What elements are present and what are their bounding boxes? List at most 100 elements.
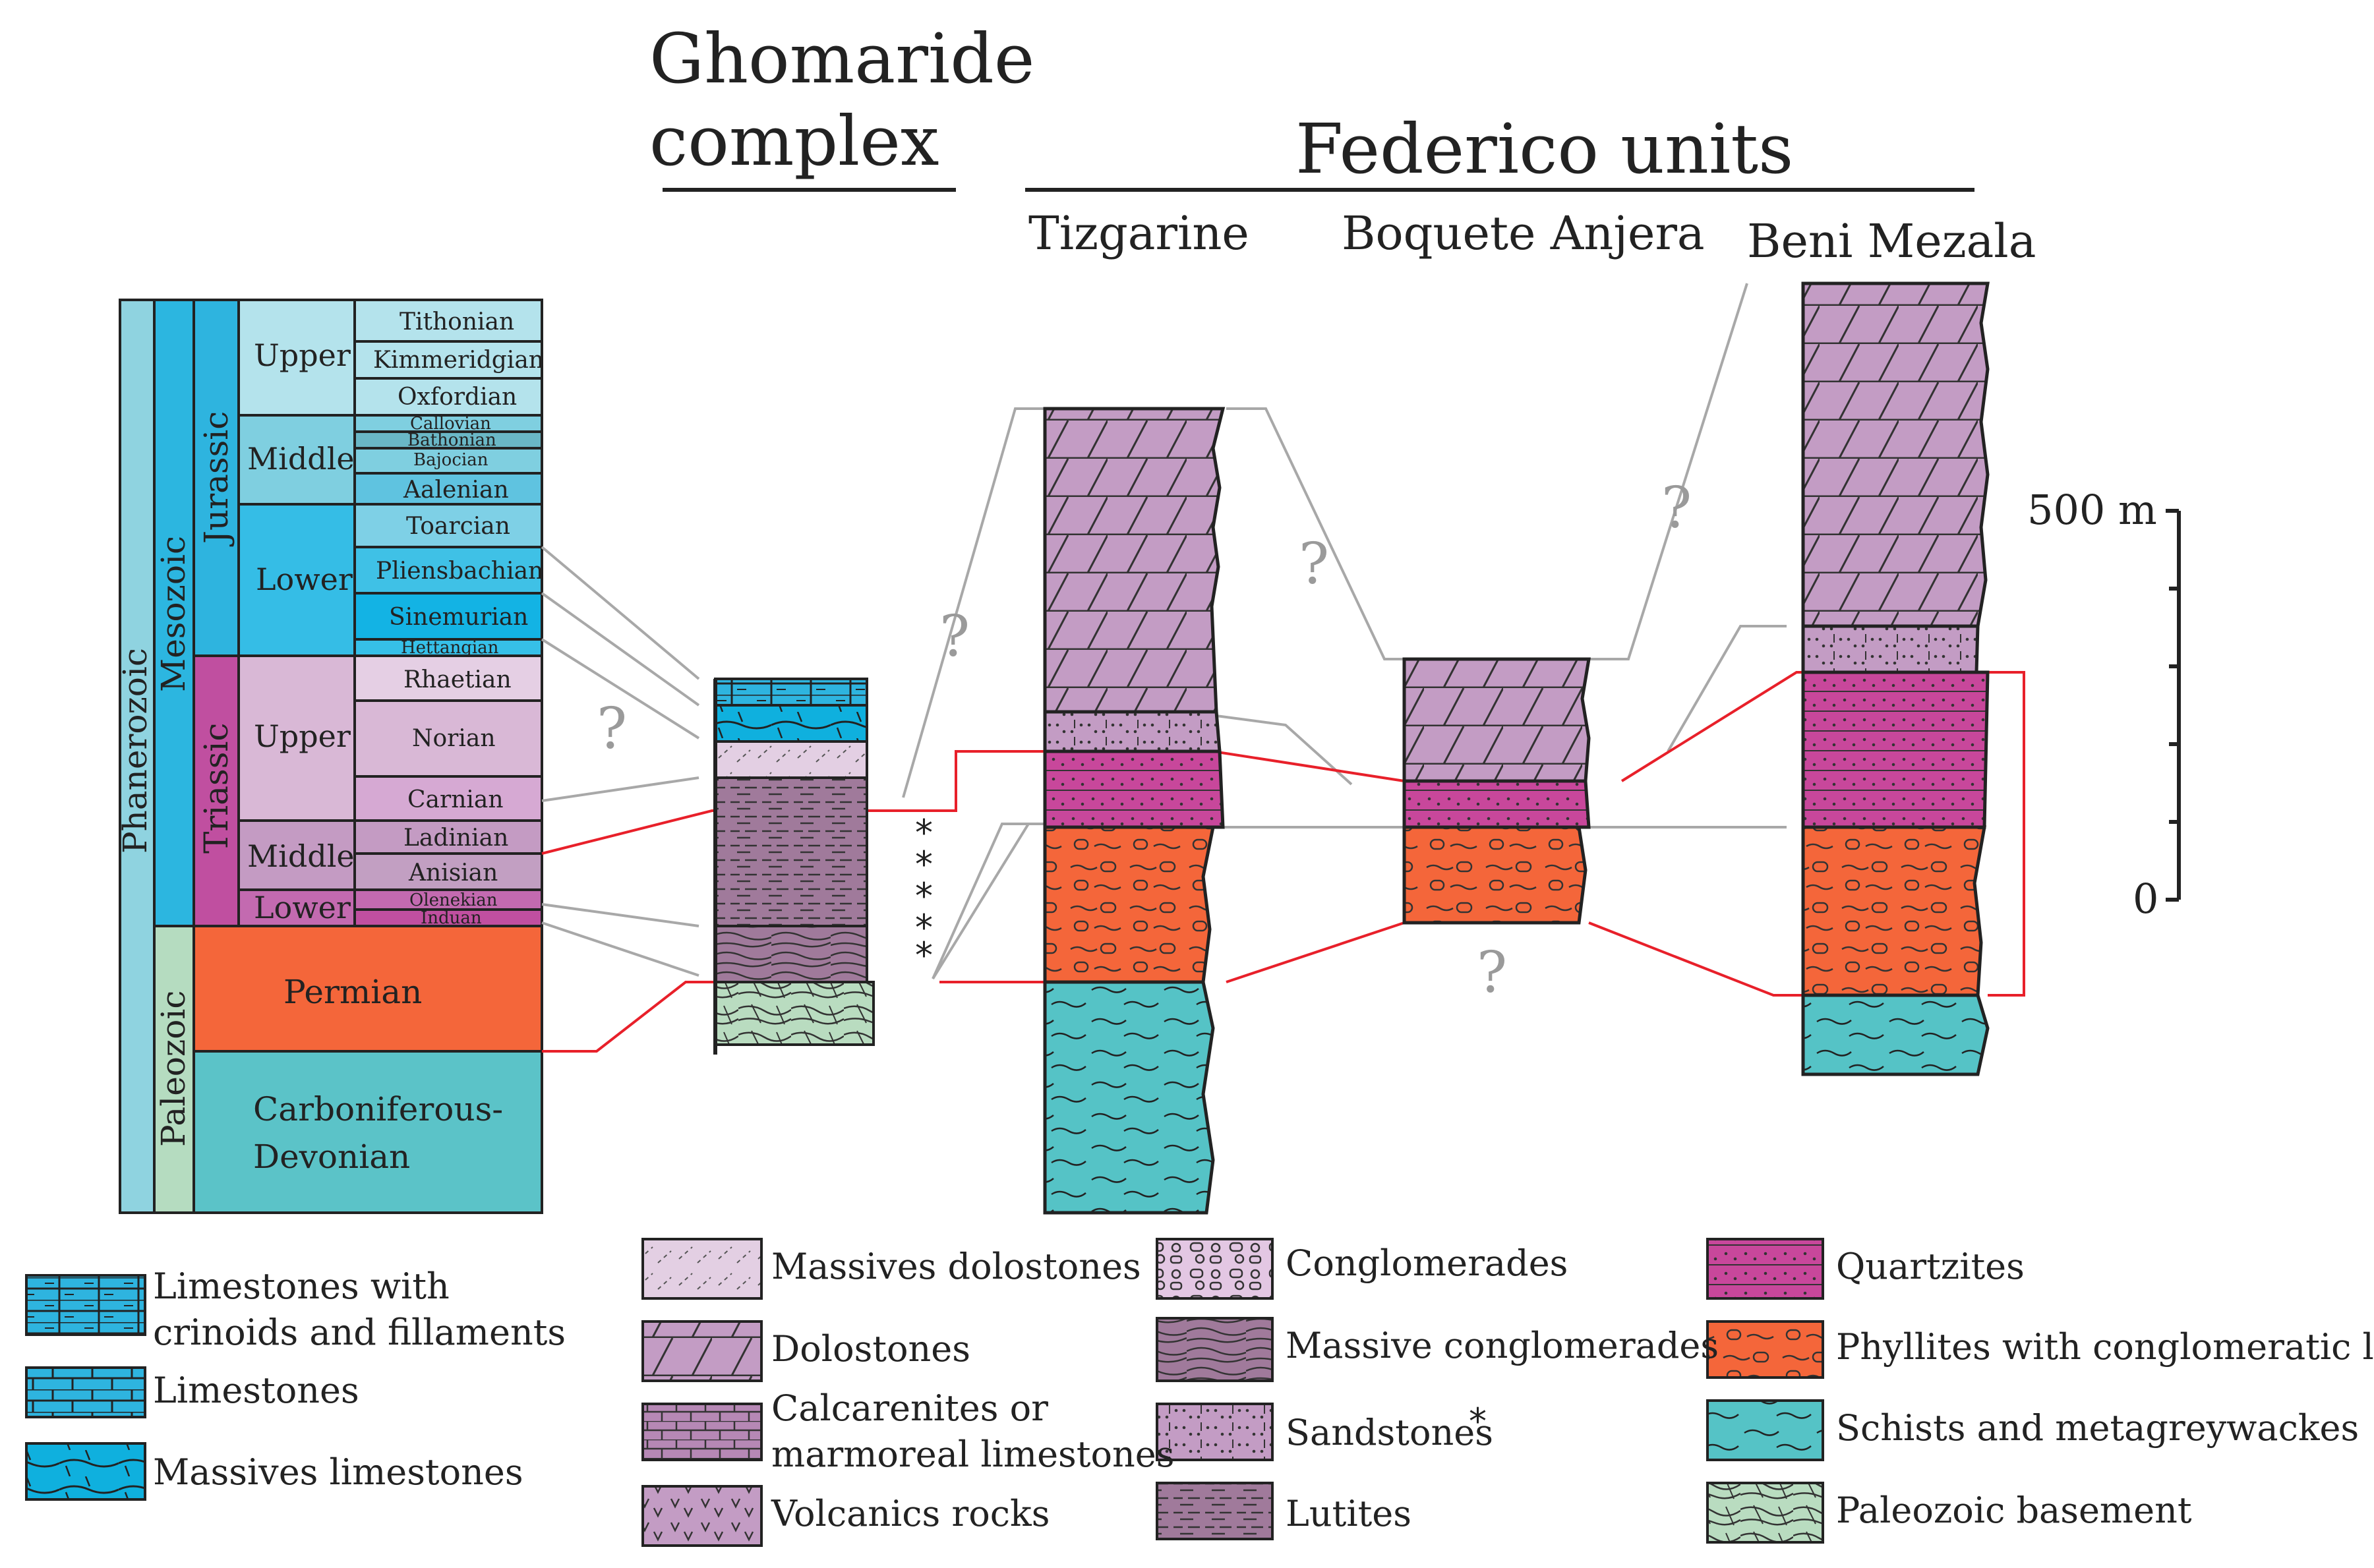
ghom-massive-dolostones [714,740,868,779]
anisian-label: Anisian [408,859,498,886]
ghom-massive-conglomerades [714,925,868,983]
legend-label-massive-conglomerades: Massive conglomerades [1286,1325,1719,1366]
legend-label-calcarenites-2: marmoreal limestones [771,1434,1174,1475]
phanerozoic-label: Phanerozoic [116,648,154,854]
asterisk-b: * [915,844,933,885]
question-mark-1: ? [597,696,627,762]
asterisk-c: * [915,875,933,917]
legend-swatch-calcarenites [641,1403,763,1461]
beni-mezala-column [1801,281,1990,1076]
tiz-schists [1043,980,1215,1215]
legend-swatch-lutites [1156,1482,1274,1540]
legend [25,1238,1824,1547]
chronostratigraphic-chart [119,299,543,1214]
legend-swatch-massive-limestones [25,1442,146,1501]
legend-swatch-lim-crinoids [25,1274,146,1336]
sinemurian-label: Sinemurian [389,604,528,631]
beni-quartzites [1801,670,1990,829]
permian-period [193,925,543,1053]
stage-rhaetian [353,654,543,702]
stage-aalenian [353,472,543,506]
grey-correlation-lines [541,283,1787,980]
triassic-label: Triassic [197,723,235,854]
legend-swatch-quartzites [1706,1238,1824,1300]
legend-label-lim-crinoids-1: Limestones with [153,1265,450,1307]
beni-phyllites [1801,825,1986,997]
legend-swatch-conglomerades [1156,1238,1274,1300]
legend-label-massive-dolostones: Massives dolostones [771,1246,1141,1287]
legend-label-schists: Schists and metagreywackes [1836,1407,2359,1449]
legend-label-lim-crinoids-2: crinoids and fillaments [153,1312,566,1353]
bathonian-label: Bathonian [407,430,496,450]
beni-sandstones [1801,624,1980,674]
stage-callovian [353,414,543,433]
tiz-sandstones [1043,710,1222,753]
stage-anisian [353,852,543,891]
legend-label-conglomerades: Conglomerades [1286,1242,1568,1284]
scale-label-500m: 500 m [2027,486,2157,534]
legend-swatch-basement [1706,1482,1824,1544]
asterisk-e: * [915,935,933,976]
tithonian-label: Tithonian [400,308,514,335]
ladinian-label: Ladinian [403,825,508,852]
jur-middle-epoch [237,414,356,506]
ghomaride-title-line2: complex [649,101,939,181]
legend-swatch-dolostones [641,1320,763,1382]
callovian-label: Callovian [410,414,491,434]
legend-swatch-sandstones [1156,1403,1274,1461]
norian-label: Norian [412,725,496,752]
rhaetian-label: Rhaetian [403,666,512,693]
tiz-dolostones [1043,407,1226,714]
mesozoic-label: Mesozoic [154,536,193,692]
boq-dolostones [1402,657,1591,783]
beni-dolostones [1801,281,1990,628]
ghom-massive-limestones [714,704,868,743]
stage-ladinian [353,819,543,855]
bajocian-label: Bajocian [413,450,489,470]
tiz-quartzites [1043,749,1225,829]
tri-upper-label: Upper [254,718,351,754]
stage-hettangian [353,638,543,657]
legend-sandstones-asterisk: * [1469,1401,1487,1442]
legend-swatch-limestones [25,1366,146,1418]
ghom-lutites [714,776,868,927]
legend-label-limestones: Limestones [153,1370,359,1411]
stage-norian [353,699,543,778]
question-mark-2: ? [939,604,970,670]
legend-swatch-massive-dolostones [641,1238,763,1300]
legend-label-dolostones: Dolostones [771,1328,970,1370]
permian-label: Permian [283,973,422,1011]
stage-bajocian [353,447,543,475]
stage-sinemurian [353,592,543,641]
stage-induan [353,908,543,927]
carboniferous-devonian-period [193,1050,543,1214]
jurassic-label: Jurassic [197,411,235,547]
aalenian-label: Aalenian [403,477,509,504]
jurassic-column [193,299,240,657]
paleozoic-column [153,925,195,1214]
asterisk-d: * [915,907,933,948]
legend-label-calcarenites-1: Calcarenites or [771,1387,1048,1429]
induan-label: Induan [421,908,482,928]
tri-middle-label: Middle [247,838,355,874]
legend-label-volcanics: Volcanics rocks [771,1493,1050,1534]
red-correlation-lines [541,671,2025,1053]
legend-swatch-phyllites [1706,1320,1824,1379]
federico-title: Federico units [1295,109,1793,189]
ghom-limestones-crinoids [714,678,868,707]
tiz-phyllites [1043,825,1216,984]
ghomaride-column [713,678,875,1055]
tizgarine-column [1043,407,1226,1215]
boquete-anjera-column [1402,657,1591,925]
tri-lower-label: Lower [254,890,351,925]
ghom-paleozoic-basement [714,981,875,1046]
jur-upper-epoch [237,299,356,417]
jur-lower-label: Lower [256,562,353,597]
legend-label-quartzites: Quartzites [1836,1246,2025,1287]
legend-swatch-volcanics [641,1485,763,1547]
question-mark-5: ? [1477,940,1507,1006]
boquete-anjera-title: Boquete Anjera [1342,206,1705,260]
legend-label-phyllites: Phyllites with conglomeratic levels [1836,1326,2374,1368]
